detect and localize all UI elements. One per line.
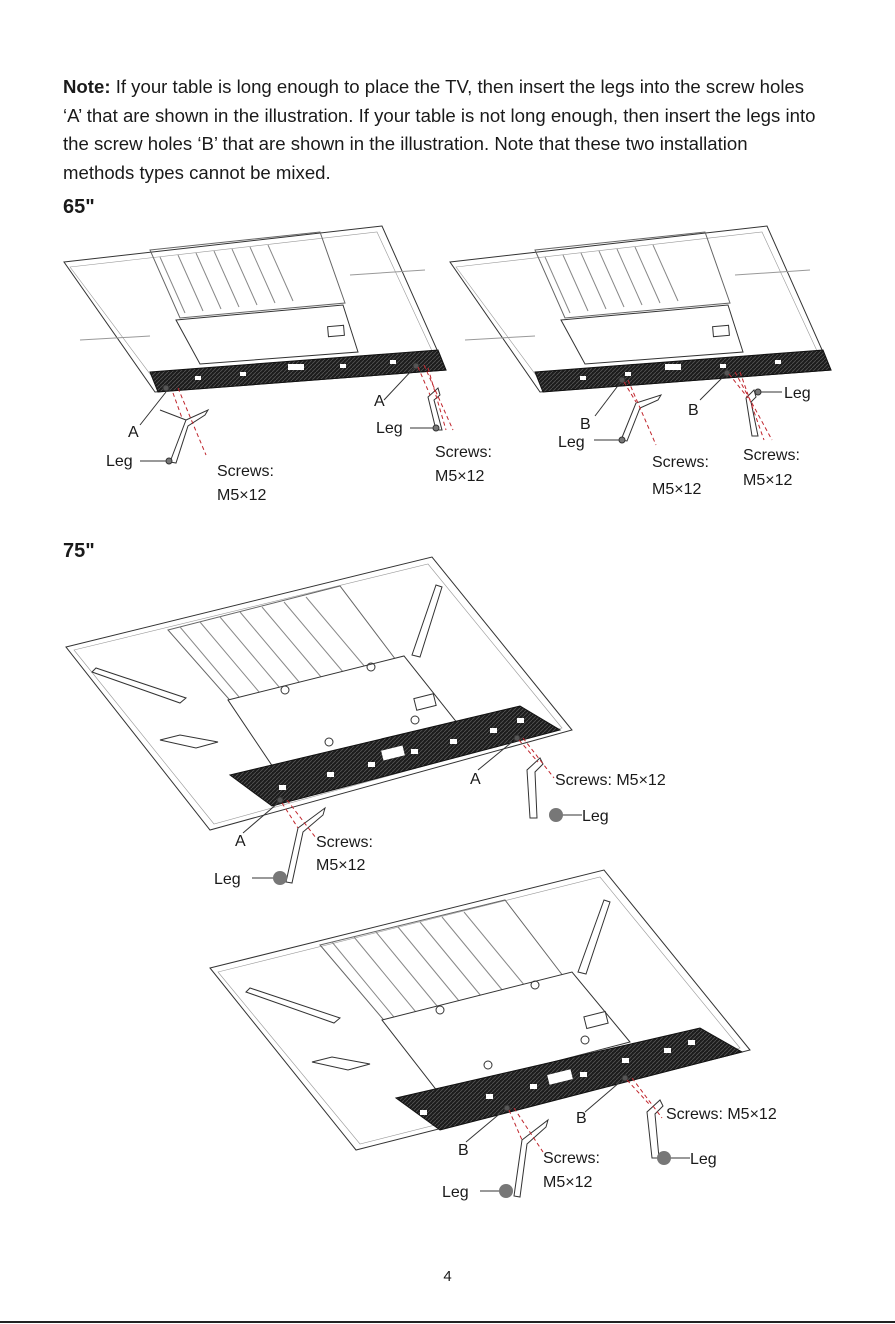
- label-leg-65-b-left: Leg: [558, 434, 585, 451]
- label-leg-65-a-right: Leg: [376, 420, 403, 437]
- label-a-65-right: A: [374, 393, 385, 410]
- label-spec-65-a-right: M5×12: [435, 468, 484, 485]
- label-a-75-left: A: [235, 833, 246, 850]
- heading-65-inch: 65": [63, 196, 95, 218]
- label-spec-75-a-left: M5×12: [316, 857, 365, 874]
- label-leg-75-a-left: Leg: [214, 871, 241, 888]
- label-a-75-right: A: [470, 771, 481, 788]
- legs-65-b: [594, 371, 782, 446]
- label-spec-65-a-left: M5×12: [217, 487, 266, 504]
- legs-65-a: [139, 364, 454, 465]
- label-b-75-left: B: [458, 1142, 469, 1159]
- legs-75-b: [465, 1077, 690, 1198]
- label-b-65-left: B: [580, 416, 591, 433]
- legs-75-a: [242, 737, 582, 885]
- label-screws-inline-75-b: Screws: M5×12: [666, 1106, 777, 1123]
- tv-65-back-a: [63, 225, 447, 393]
- label-b-75-right: B: [576, 1110, 587, 1127]
- label-leg-75-a-right: Leg: [582, 808, 609, 825]
- label-leg-75-b-left: Leg: [442, 1184, 469, 1201]
- label-screws-65-b-left: Screws:: [652, 454, 709, 471]
- label-spec-65-b-left: M5×12: [652, 481, 701, 498]
- tv-75-back-a: [65, 556, 573, 831]
- label-screws-75-a-left: Screws:: [316, 834, 373, 851]
- heading-75-inch: 75": [63, 540, 95, 562]
- label-screws-65-b-right: Screws:: [743, 447, 800, 464]
- bottom-rule: [0, 1321, 895, 1323]
- label-b-65-right: B: [688, 402, 699, 419]
- label-leg-65-a-left: Leg: [106, 453, 133, 470]
- label-leg-65-b-right: Leg: [784, 385, 811, 402]
- label-screws-inline-75-a: Screws: M5×12: [555, 772, 666, 789]
- note-text: If your table is long enough to place th…: [63, 76, 816, 183]
- tv-65-back-b: [449, 225, 832, 393]
- label-screws-75-b-left: Screws:: [543, 1150, 600, 1167]
- label-spec-65-b-right: M5×12: [743, 472, 792, 489]
- page-number: 4: [443, 1268, 452, 1285]
- label-spec-75-b-left: M5×12: [543, 1174, 592, 1191]
- label-screws-65-a-left: Screws:: [217, 463, 274, 480]
- label-screws-65-a-right: Screws:: [435, 444, 492, 461]
- note-label: Note:: [63, 76, 111, 97]
- label-leg-75-b-right: Leg: [690, 1151, 717, 1168]
- note-paragraph: Note: If your table is long enough to pl…: [63, 73, 823, 187]
- tv-75-back-b: [209, 869, 751, 1151]
- label-a-65-left: A: [128, 424, 139, 441]
